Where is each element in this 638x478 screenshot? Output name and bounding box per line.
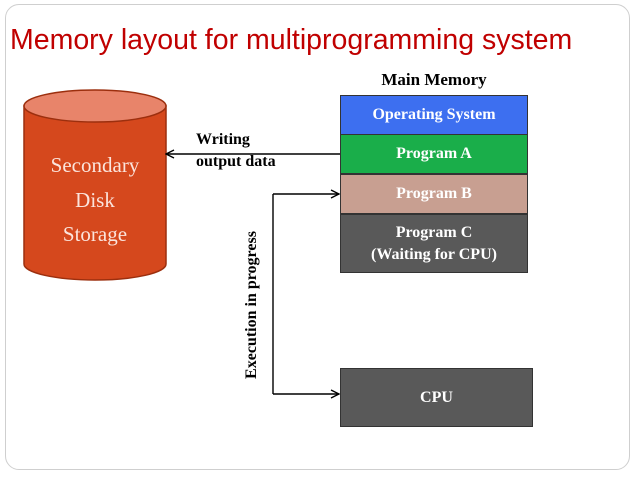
memory-block-label-line1: Program C — [395, 223, 473, 241]
memory-block-program-a: Program A — [340, 134, 528, 174]
disk-label-line3: Storage — [62, 222, 128, 247]
memory-block-program-c: Program C (Waiting for CPU) — [340, 214, 528, 273]
slide-frame — [5, 4, 630, 470]
memory-block-label: Operating System — [372, 106, 496, 124]
writing-label: Writing output data — [196, 129, 276, 172]
cpu-box: CPU — [340, 368, 533, 427]
memory-block-operating-system: Operating System — [340, 95, 528, 135]
slide-title: Memory layout for multiprogramming syste… — [10, 24, 573, 56]
main-memory-heading: Main Memory — [381, 70, 487, 89]
disk-label-line2: Disk — [75, 187, 115, 212]
writing-label-line1: Writing — [196, 131, 250, 148]
writing-label-line2: output data — [196, 152, 276, 170]
cpu-label: CPU — [420, 388, 453, 406]
memory-block-label: Program B — [396, 185, 472, 203]
disk-cylinder — [23, 89, 167, 281]
disk-label: Secondary Disk Storage — [26, 148, 164, 252]
memory-block-program-b: Program B — [340, 174, 528, 214]
disk-label-line1: Secondary — [50, 153, 140, 177]
execution-bracket — [272, 194, 339, 394]
execution-label-text: Execution in progress — [243, 231, 260, 379]
memory-block-label: Program A — [396, 145, 472, 163]
memory-block-label-line2: (Waiting for CPU) — [371, 245, 497, 263]
